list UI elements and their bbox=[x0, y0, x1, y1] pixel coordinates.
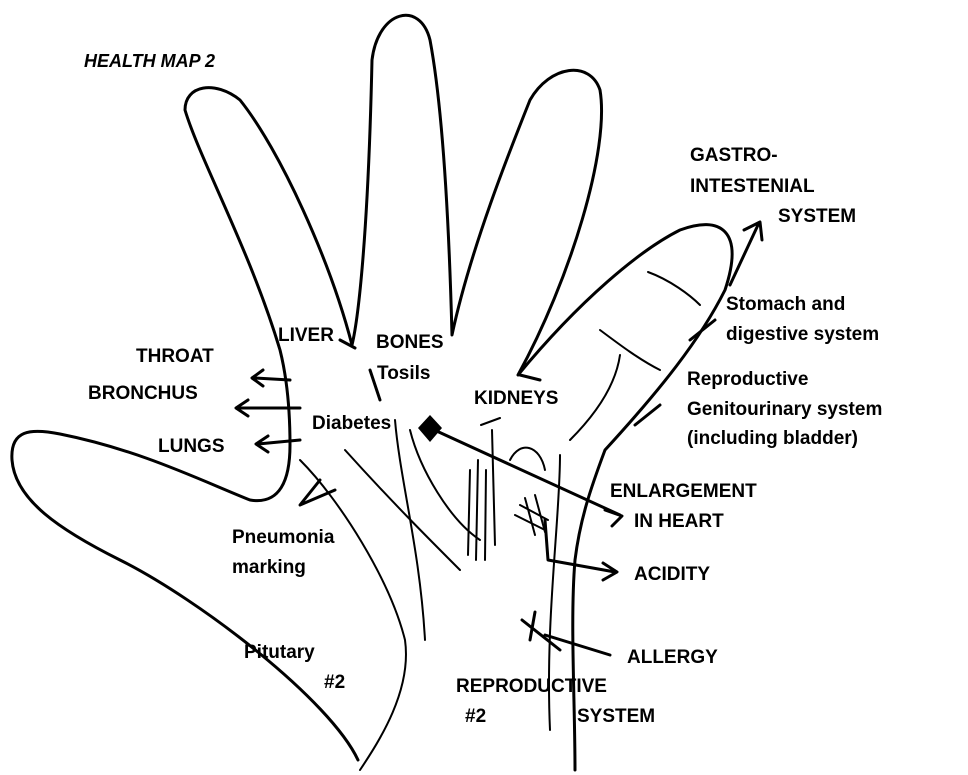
diagram-title: HEALTH MAP 2 bbox=[84, 52, 215, 70]
label-throat: THROAT bbox=[136, 347, 214, 366]
label-repro2-line3: SYSTEM bbox=[577, 707, 655, 726]
label-pneumonia-line2: marking bbox=[232, 558, 306, 577]
label-liver: LIVER bbox=[278, 326, 334, 345]
thumb-inner-line bbox=[570, 355, 620, 440]
thumb-crease-2 bbox=[600, 330, 660, 370]
label-bronchus: BRONCHUS bbox=[88, 384, 198, 403]
label-diabetes: Diabetes bbox=[312, 414, 391, 433]
acidity-hatch bbox=[515, 495, 548, 535]
allergy-cross bbox=[522, 612, 560, 650]
label-gastro-line3: SYSTEM bbox=[778, 207, 856, 226]
label-repro-line2: Genitourinary system bbox=[687, 400, 882, 419]
label-pituitary-line1: Pitutary bbox=[244, 643, 315, 662]
label-repro2-line1: REPRODUCTIVE bbox=[456, 677, 607, 696]
label-bones: BONES bbox=[376, 333, 444, 352]
label-acidity: ACIDITY bbox=[634, 565, 710, 584]
label-lungs: LUNGS bbox=[158, 437, 225, 456]
hatch-lines bbox=[468, 418, 500, 560]
label-stomach-line1: Stomach and bbox=[726, 295, 845, 314]
label-allergy: ALLERGY bbox=[627, 648, 718, 667]
label-repro2-line2: #2 bbox=[465, 707, 486, 726]
thumb-crease-1 bbox=[648, 272, 700, 305]
label-stomach-line2: digestive system bbox=[726, 325, 879, 344]
life-line bbox=[300, 460, 406, 770]
label-gastro-line1: GASTRO- bbox=[690, 146, 778, 165]
label-gastro-line2: INTESTENIAL bbox=[690, 177, 815, 196]
label-pneumonia-line1: Pneumonia bbox=[232, 528, 334, 547]
label-enlargement-line1: ENLARGEMENT bbox=[610, 482, 757, 501]
label-kidneys: KIDNEYS bbox=[474, 389, 558, 408]
arrows bbox=[236, 222, 762, 655]
label-repro-line3: (including bladder) bbox=[687, 429, 858, 448]
label-tosils: Tosils bbox=[377, 364, 431, 383]
head-line bbox=[345, 450, 460, 570]
label-enlargement-line2: IN HEART bbox=[634, 512, 724, 531]
label-pituitary-line2: #2 bbox=[324, 673, 345, 692]
label-repro-line1: Reproductive bbox=[687, 370, 808, 389]
